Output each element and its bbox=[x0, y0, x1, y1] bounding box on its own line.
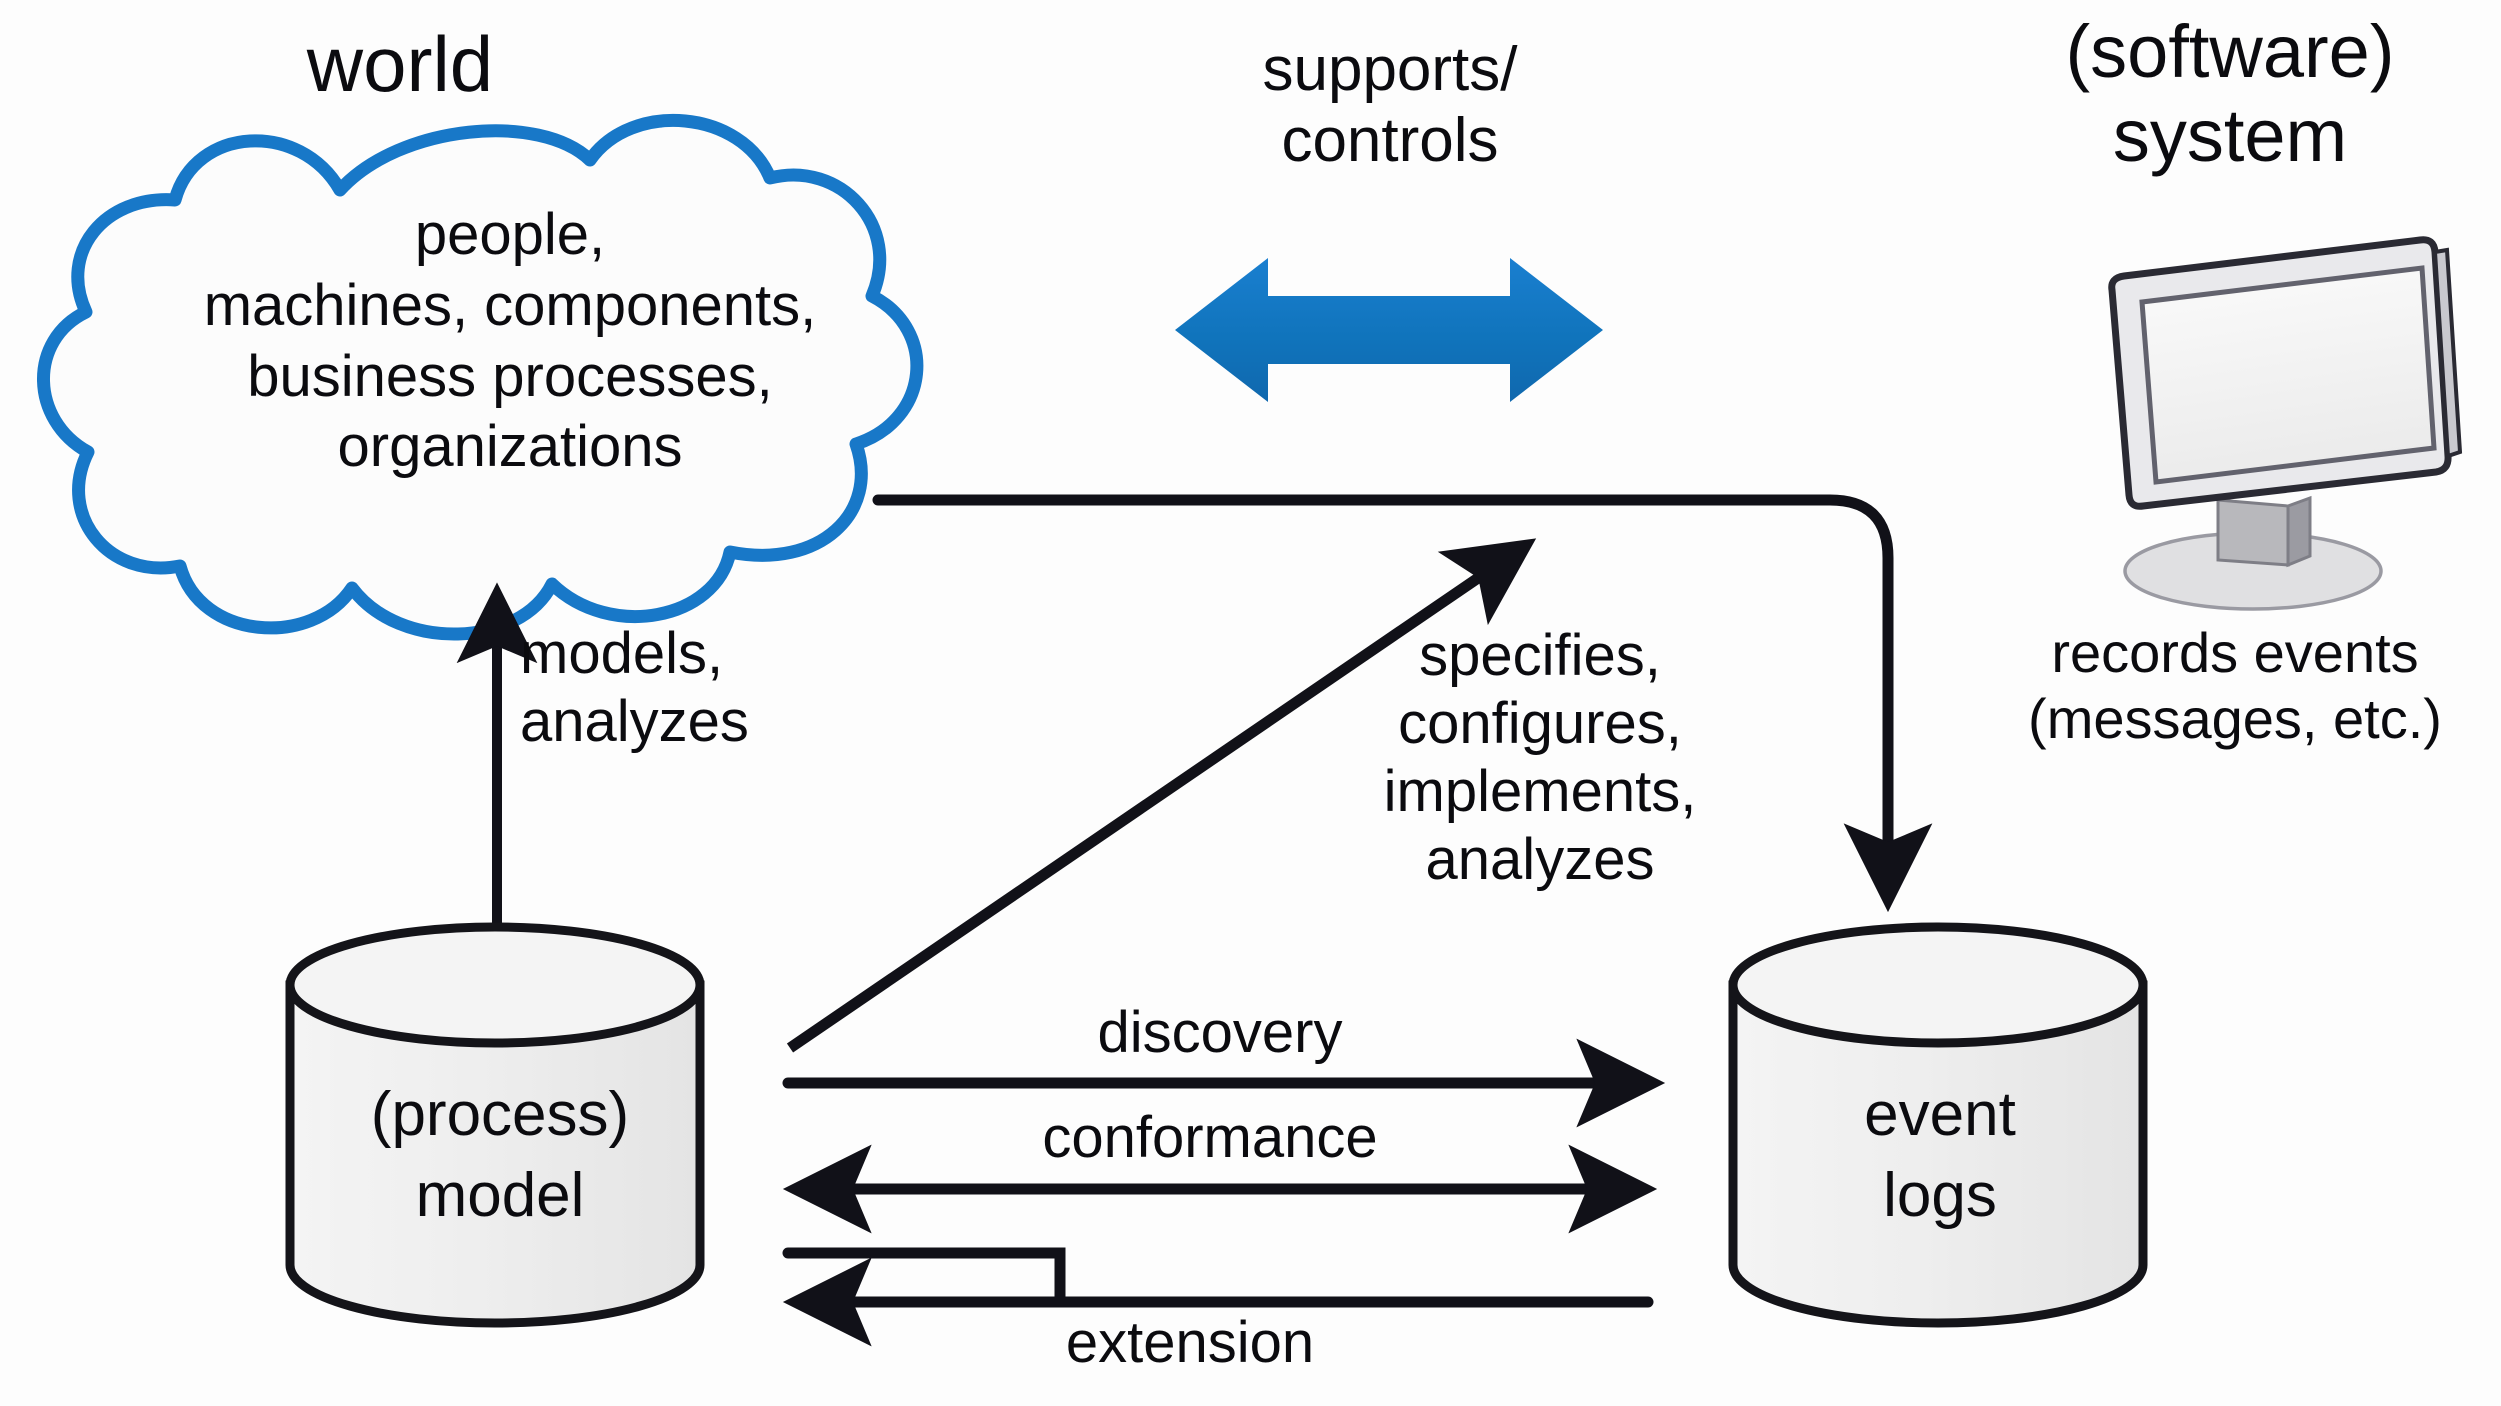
edge-label-discovery: discovery bbox=[1097, 1000, 1343, 1065]
edge-label-models-analyzes: models, analyzes bbox=[520, 621, 749, 754]
cloud-to-event-logs-elbow bbox=[872, 494, 1933, 913]
node-label-process-model: (process) model bbox=[370, 1080, 630, 1230]
process-model-cylinder bbox=[285, 922, 705, 1328]
monitor-icon bbox=[2108, 236, 2463, 611]
extension-arrow bbox=[782, 1247, 1654, 1347]
edge-label-supports-controls: supports/ controls bbox=[1262, 35, 1518, 175]
page-title-software-system: (software) system bbox=[2065, 10, 2395, 178]
edge-label-extension: extension bbox=[1065, 1310, 1315, 1375]
edge-label-specifies-configures-implements-analyzes: specifies, configures, implements, analy… bbox=[1383, 623, 1697, 892]
world-cloud-contents: people, machines, components, business p… bbox=[203, 202, 817, 480]
node-label-event-logs: event logs bbox=[1864, 1080, 2016, 1230]
edge-label-conformance: conformance bbox=[1042, 1105, 1378, 1170]
page-title-world: world bbox=[306, 20, 494, 108]
specifies-configures-diagonal-arrow bbox=[786, 538, 1537, 1053]
world-cloud-shape bbox=[37, 114, 924, 641]
event-logs-cylinder bbox=[1728, 922, 2148, 1328]
supports-controls-double-arrow bbox=[1175, 258, 1603, 402]
edge-label-records-events: records events (messages, etc.) bbox=[2028, 621, 2442, 750]
